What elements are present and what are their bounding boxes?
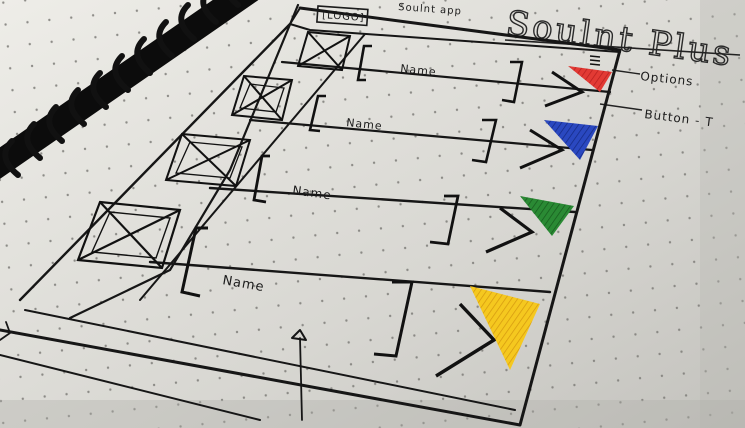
chevron-right-icon [519, 128, 566, 170]
top-label: Soulnt app [398, 2, 462, 17]
name-bracket-right [471, 118, 498, 164]
name-bracket-right [373, 280, 414, 358]
list-item[interactable]: Name [164, 132, 574, 254]
list-item[interactable]: Name [76, 200, 540, 378]
color-accent-flag [470, 286, 540, 370]
logo-label: [LOGO] [322, 10, 365, 24]
list-item-name: Name [346, 116, 384, 133]
chevron-right-icon [544, 70, 586, 108]
name-bracket-left [180, 226, 208, 298]
name-bracket-right [429, 194, 460, 246]
name-bracket-left [356, 44, 372, 82]
chevron-right-icon [485, 206, 536, 254]
annotation-options: Options [640, 69, 694, 88]
name-bracket-left [308, 94, 326, 133]
name-bracket-left [252, 154, 270, 204]
phone-wireframe [0, 3, 622, 427]
image-placeholder-icon [164, 132, 252, 188]
list-item[interactable]: Name [230, 74, 598, 170]
image-placeholder-icon [230, 74, 294, 122]
chevron-right-icon [435, 302, 497, 378]
image-placeholder-icon [76, 200, 182, 270]
name-bracket-right [501, 60, 524, 104]
color-accent-flag [520, 196, 574, 236]
list-item-name: Name [221, 273, 265, 295]
spiral-binding [0, 0, 259, 179]
list-item[interactable]: Name [296, 30, 612, 108]
color-accent-flag [568, 66, 612, 92]
color-accent-flag [544, 120, 598, 160]
menu-icon[interactable] [589, 55, 601, 66]
list-item-name: Name [400, 62, 438, 79]
list-item-name: Name [292, 183, 333, 202]
image-placeholder-icon [296, 30, 352, 72]
logo-placeholder: [LOGO] [316, 5, 369, 27]
